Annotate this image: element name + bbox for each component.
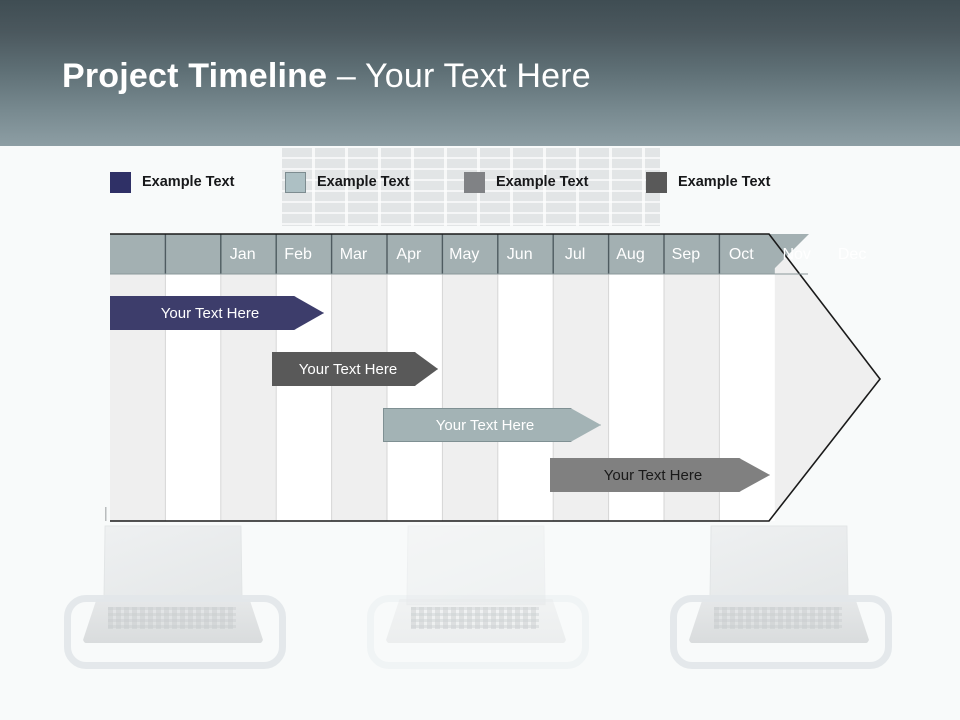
month-header-label-feb: Feb (284, 246, 312, 263)
laptop-keyboard (411, 607, 539, 629)
laptop-base (82, 599, 264, 643)
month-header-label-may: May (449, 246, 480, 263)
legend-swatch-icon (646, 171, 667, 193)
timeline-task-label: Your Text Here (603, 466, 703, 484)
legend-item-label: Example Text (142, 174, 235, 190)
timeline-task-label: Your Text Here (435, 416, 535, 434)
header-band: Project Timeline – Your Text Here (0, 0, 960, 146)
laptop-base (385, 599, 567, 643)
month-header-cell-nov (664, 234, 720, 274)
month-header-label-jul: Jul (564, 246, 586, 263)
month-header-cell-dec (719, 234, 775, 274)
timeline-outline (110, 233, 882, 522)
timeline-task-bar[interactable]: Your Text Here (272, 352, 438, 386)
timeline-column-may (331, 274, 387, 521)
legend-swatch-icon (285, 171, 306, 193)
month-header-label-mar: Mar (339, 246, 368, 263)
timeline-task-bar[interactable]: Your Text Here (550, 458, 770, 492)
legend: Example Text Example Text Example Text Exam… (0, 168, 960, 196)
laptop-screen (406, 525, 546, 606)
month-header-cell-aug (497, 234, 554, 274)
laptop-keyboard (714, 607, 842, 629)
month-header-cell-feb (165, 234, 221, 274)
timeline-grid (105, 233, 882, 522)
month-header-cell-sep (553, 234, 609, 274)
timeline-column-jul (442, 274, 498, 521)
legend-item-label: Example Text (496, 174, 589, 190)
legend-item-label: Example Text (317, 174, 410, 190)
month-header-cell-jun (387, 234, 443, 274)
month-header-cell-jan (110, 234, 166, 274)
month-header-cell-oct (608, 234, 664, 274)
timeline-column-jun (387, 274, 443, 521)
legend-item-label: Example Text (678, 174, 771, 190)
legend-swatch-icon (464, 171, 485, 193)
legend-item: Example Text (464, 168, 588, 196)
month-header-label-nov: Nov (782, 246, 811, 263)
month-header-wedge (769, 234, 809, 274)
laptop-mat (670, 595, 892, 669)
page-title-separator: – (327, 57, 366, 95)
month-header-cell-may (331, 234, 387, 274)
laptop-mat (367, 595, 589, 669)
laptop-mat (64, 595, 286, 669)
timeline-task-bar[interactable]: Your Text Here (110, 296, 324, 330)
month-header-cell-mar (220, 234, 277, 274)
arrow-head-fill (769, 234, 880, 521)
month-header-label-apr: Apr (396, 246, 422, 263)
page-title-strong: Project Timeline (62, 57, 328, 95)
page-title-light: Your Text Here (365, 57, 591, 95)
timeline-chart (105, 232, 895, 528)
month-header-label-oct: Oct (728, 246, 754, 263)
timeline-column-aug (497, 274, 554, 521)
timeline-task-label: Your Text Here (160, 304, 260, 322)
month-header-label-jun: Jun (506, 246, 533, 263)
legend-item: Example Text (110, 168, 234, 196)
laptop-keyboard (108, 607, 236, 629)
month-header-label-dec: Dec (837, 246, 867, 263)
month-header-label-sep: Sep (671, 246, 701, 263)
laptop-screen (103, 525, 243, 606)
legend-item: Example Text (285, 168, 409, 196)
legend-swatch-icon (110, 171, 131, 193)
month-header-cell-jul (442, 234, 498, 274)
laptop-base (688, 599, 870, 643)
laptop-screen (709, 525, 849, 606)
page-title: Project Timeline – Your Text Here (62, 57, 591, 96)
timeline-task-bar[interactable]: Your Text Here (383, 408, 601, 442)
month-header-label-aug: Aug (616, 246, 645, 263)
legend-item: Example Text (646, 168, 770, 196)
timeline-task-label: Your Text Here (298, 360, 398, 378)
month-header-cell-apr (276, 234, 332, 274)
month-header-label-jan: Jan (229, 246, 256, 263)
